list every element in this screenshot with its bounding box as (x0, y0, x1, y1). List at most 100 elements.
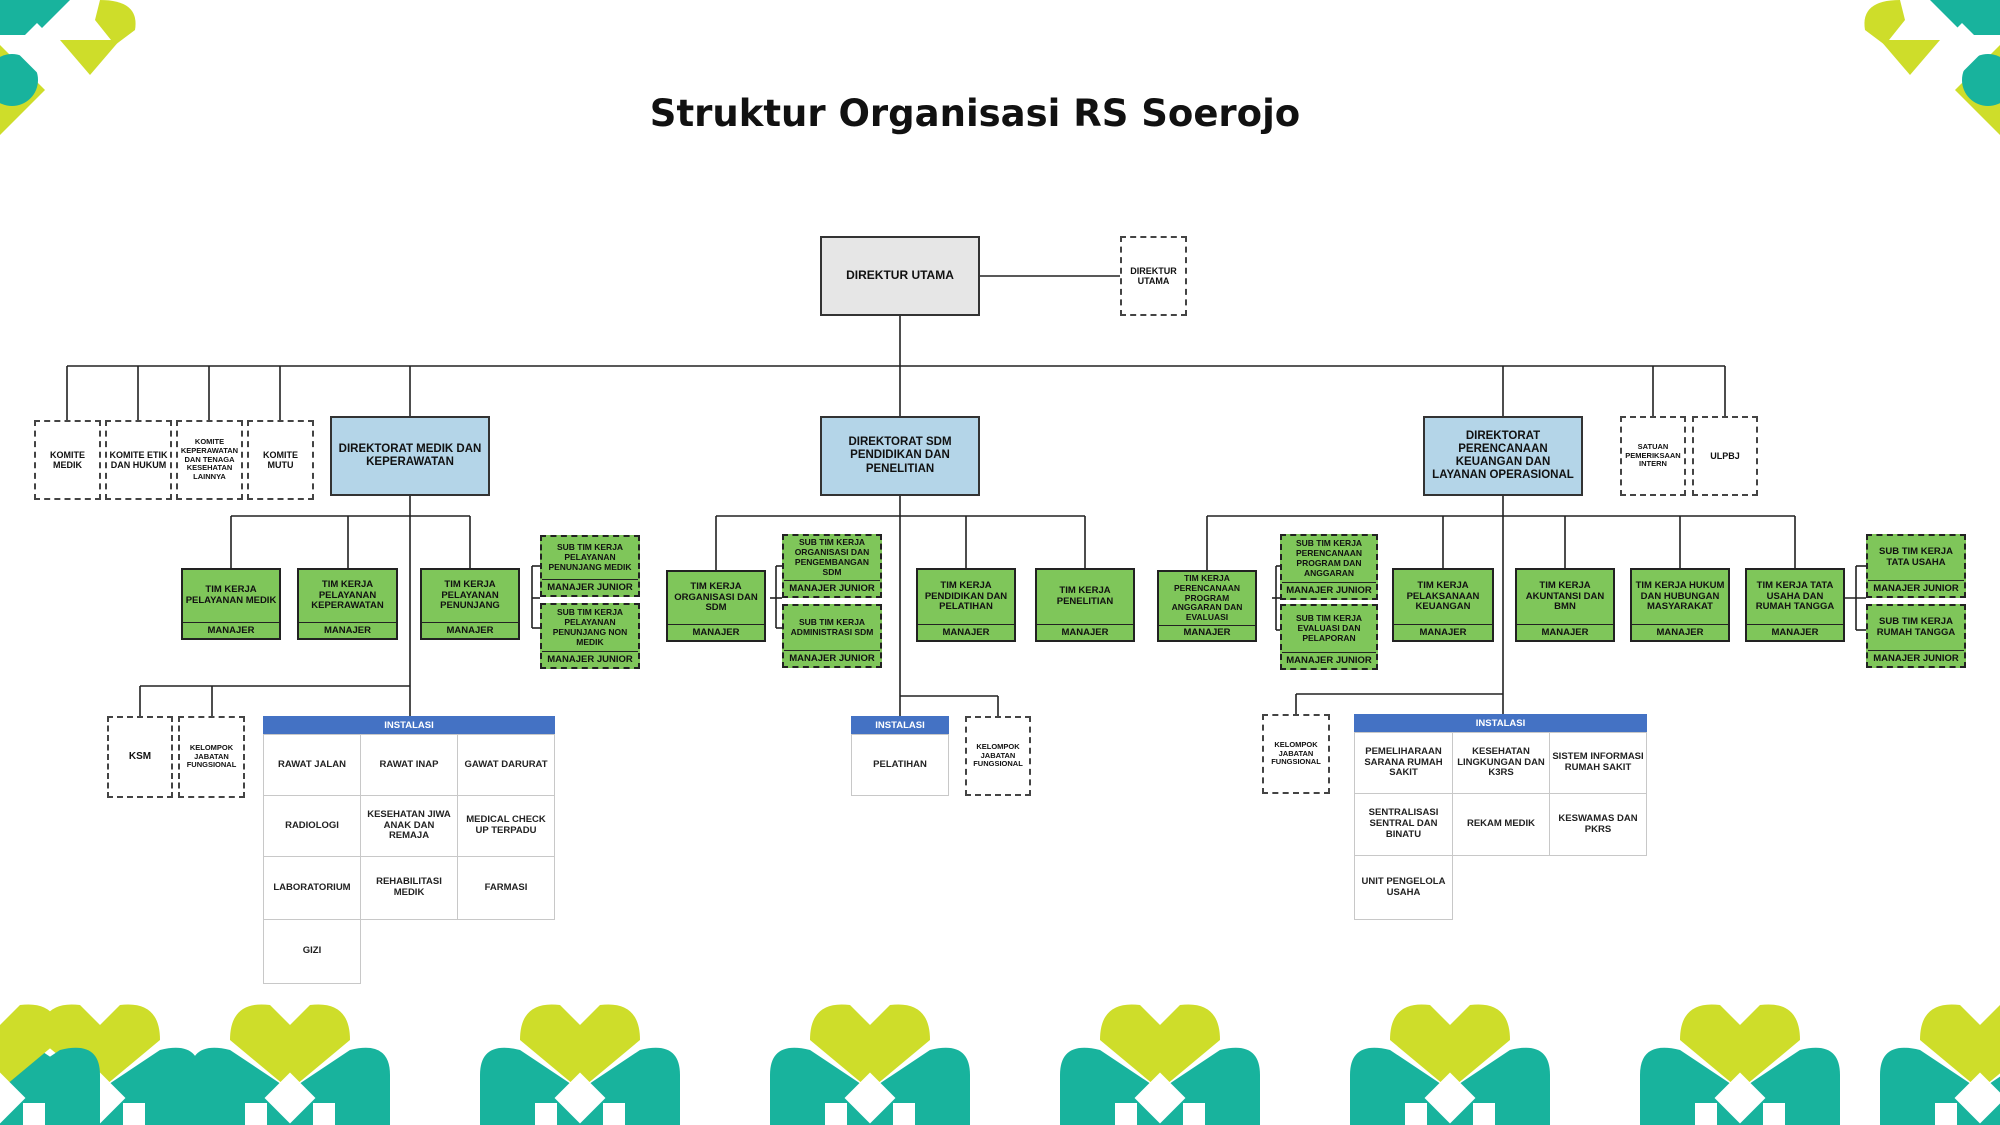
team-name: TIM KERJA PELAYANAN MEDIK (185, 584, 277, 606)
team-name: TIM KERJA PENDIDIKAN DAN PELATIHAN (924, 579, 1008, 613)
team-role: MANAJER JUNIOR (784, 580, 880, 596)
instalasi-cell: LABORATORIUM (263, 856, 361, 920)
instalasi-cell: RAWAT JALAN (263, 734, 361, 796)
instalasi-keu-panel: INSTALASI PEMELIHARAAN SARANA RUMAH SAKI… (1354, 714, 1647, 920)
team-name: SUB TIM KERJA PERENCANAAN PROGRAM DAN AN… (1295, 538, 1363, 578)
committee-box: KOMITE ETIK DAN HUKUM (105, 420, 172, 500)
team-role: MANAJER JUNIOR (784, 650, 880, 666)
directorate-label: DIREKTORAT PERENCANAAN KEUANGAN DAN LAYA… (1432, 429, 1574, 482)
instalasi-cell: PEMELIHARAAN SARANA RUMAH SAKIT (1354, 732, 1453, 794)
instalasi-header: INSTALASI (263, 716, 555, 734)
team-box: TIM KERJA PENDIDIKAN DAN PELATIHAN MANAJE… (916, 568, 1016, 642)
directorate-box: DIREKTORAT PERENCANAAN KEUANGAN DAN LAYA… (1423, 416, 1583, 496)
team-name: TIM KERJA PELAKSANAAN KEUANGAN (1406, 579, 1480, 613)
instalasi-cell: PELATIHAN (851, 734, 949, 796)
instalasi-cell: KESWAMAS DAN PKRS (1549, 793, 1647, 856)
committee-label: KOMITE KEPERAWATAN DAN TENAGA KESEHATAN … (180, 437, 239, 481)
team-name: TIM KERJA HUKUM DAN HUBUNGAN MASYARAKAT (1635, 579, 1725, 613)
team-box: TIM KERJA TATA USAHA DAN RUMAH TANGGA MAN… (1745, 568, 1845, 642)
committee-box: KOMITE KEPERAWATAN DAN TENAGA KESEHATAN … (176, 420, 243, 500)
functional-group-box: KELOMPOK JABATAN FUNGSIONAL (178, 716, 245, 798)
instalasi-header: INSTALASI (1354, 714, 1647, 732)
instalasi-cell: RAWAT INAP (360, 734, 458, 796)
team-role: MANAJER JUNIOR (1282, 582, 1376, 598)
directorate-label: DIREKTORAT MEDIK DAN KEPERAWATAN (338, 442, 482, 468)
page-title: Struktur Organisasi RS Soerojo (649, 92, 1301, 135)
instalasi-cell: REKAM MEDIK (1452, 793, 1550, 856)
subteam-box: SUB TIM KERJA ORGANISASI DAN PENGEMBANGA… (782, 534, 882, 598)
team-name: TIM KERJA TATA USAHA DAN RUMAH TANGGA (1755, 579, 1835, 613)
ksm-label: KSM (128, 751, 152, 763)
functional-group-box: KELOMPOK JABATAN FUNGSIONAL (1262, 714, 1330, 794)
team-role: MANAJER (1747, 624, 1843, 640)
instalasi-cell: GAWAT DARURAT (457, 734, 555, 796)
team-role: MANAJER (1517, 624, 1613, 640)
team-role: MANAJER JUNIOR (1868, 580, 1964, 596)
committee-box: KOMITE MUTU (247, 420, 314, 500)
committee-label: KOMITE MUTU (263, 449, 298, 470)
team-name: TIM KERJA PELAYANAN KEPERAWATAN (311, 578, 384, 612)
instalasi-medik-panel: INSTALASI RAWAT JALAN RAWAT INAP GAWAT D… (263, 716, 555, 984)
instalasi-cell: RADIOLOGI (263, 795, 361, 857)
team-name: SUB TIM KERJA RUMAH TANGGA (1876, 616, 1956, 638)
instalasi-cell: FARMASI (457, 856, 555, 920)
instalasi-cell: KESEHATAN JIWA ANAK DAN REMAJA (360, 795, 458, 857)
subteam-box: SUB TIM KERJA ADMINISTRASI SDM MANAJER JU… (782, 604, 882, 668)
instalasi-cell: SISTEM INFORMASI RUMAH SAKIT (1549, 732, 1647, 794)
subteam-box: SUB TIM KERJA PELAYANAN PENUNJANG NON ME… (540, 603, 640, 669)
functional-group-label: KELOMPOK JABATAN FUNGSIONAL (186, 743, 237, 770)
ulpbj-box: ULPBJ (1692, 416, 1758, 496)
committee-label: KOMITE ETIK DAN HUKUM (109, 449, 168, 470)
team-name: TIM KERJA ORGANISASI DAN SDM (674, 580, 758, 614)
spi-label: SATUAN PEMERIKSAAN INTERN (1625, 442, 1681, 469)
direktur-box: DIREKTUR UTAMA (1120, 236, 1187, 316)
direktur-utama-label: DIREKTUR UTAMA (846, 268, 954, 283)
directorate-box: DIREKTORAT SDM PENDIDIKAN DAN PENELITIAN (820, 416, 980, 496)
team-name: TIM KERJA PELAYANAN PENUNJANG (440, 578, 500, 612)
team-role: MANAJER (299, 622, 396, 638)
team-box: TIM KERJA ORGANISASI DAN SDM MANAJER (666, 570, 766, 642)
directorate-label: DIREKTORAT SDM PENDIDIKAN DAN PENELITIAN (848, 436, 952, 475)
instalasi-sdm-panel: INSTALASI PELATIHAN (851, 716, 949, 796)
corner-ornament-top-right (1864, 0, 2000, 135)
instalasi-cell: MEDICAL CHECK UP TERPADU (457, 795, 555, 857)
instalasi-header: INSTALASI (851, 716, 949, 734)
team-box: TIM KERJA AKUNTANSI DAN BMN MANAJER (1515, 568, 1615, 642)
spi-box: SATUAN PEMERIKSAAN INTERN (1620, 416, 1686, 496)
team-box: TIM KERJA PELAYANAN KEPERAWATAN MANAJER (297, 568, 398, 640)
functional-group-label: KELOMPOK JABATAN FUNGSIONAL (1271, 740, 1321, 767)
team-name: SUB TIM KERJA PELAYANAN PENUNJANG NON ME… (552, 607, 628, 647)
direktur-utama-box: DIREKTUR UTAMA (820, 236, 980, 316)
instalasi-cell: KESEHATAN LINGKUNGAN DAN K3RS (1452, 732, 1550, 794)
team-role: MANAJER (668, 624, 764, 640)
team-role: MANAJER JUNIOR (542, 579, 638, 595)
bottom-ornament-band (0, 1004, 2000, 1125)
directorate-box: DIREKTORAT MEDIK DAN KEPERAWATAN (330, 416, 490, 496)
instalasi-cell: SENTRALISASI SENTRAL DAN BINATU (1354, 793, 1453, 856)
direktur-label: DIREKTUR UTAMA (1130, 265, 1177, 286)
team-name: SUB TIM KERJA PELAYANAN PENUNJANG MEDIK (548, 542, 632, 572)
team-name: SUB TIM KERJA ADMINISTRASI SDM (790, 617, 874, 637)
team-name: TIM KERJA PERENCANAAN PROGRAM ANGGARAN D… (1171, 573, 1243, 623)
team-name: TIM KERJA AKUNTANSI DAN BMN (1525, 579, 1605, 613)
team-role: MANAJER JUNIOR (1282, 652, 1376, 668)
committee-label: KOMITE MEDIK (50, 449, 85, 470)
committee-box: KOMITE MEDIK (34, 420, 101, 500)
team-role: MANAJER (918, 624, 1014, 640)
functional-group-label: KELOMPOK JABATAN FUNGSIONAL (973, 742, 1023, 769)
subteam-box: SUB TIM KERJA RUMAH TANGGA MANAJER JUNIOR (1866, 604, 1966, 668)
ulpbj-label: ULPBJ (1710, 450, 1740, 461)
team-box: TIM KERJA PERENCANAAN PROGRAM ANGGARAN D… (1157, 570, 1257, 642)
subteam-box: SUB TIM KERJA PELAYANAN PENUNJANG MEDIK M… (540, 535, 640, 597)
team-role: MANAJER JUNIOR (1868, 650, 1964, 666)
instalasi-cell: UNIT PENGELOLA USAHA (1354, 855, 1453, 920)
